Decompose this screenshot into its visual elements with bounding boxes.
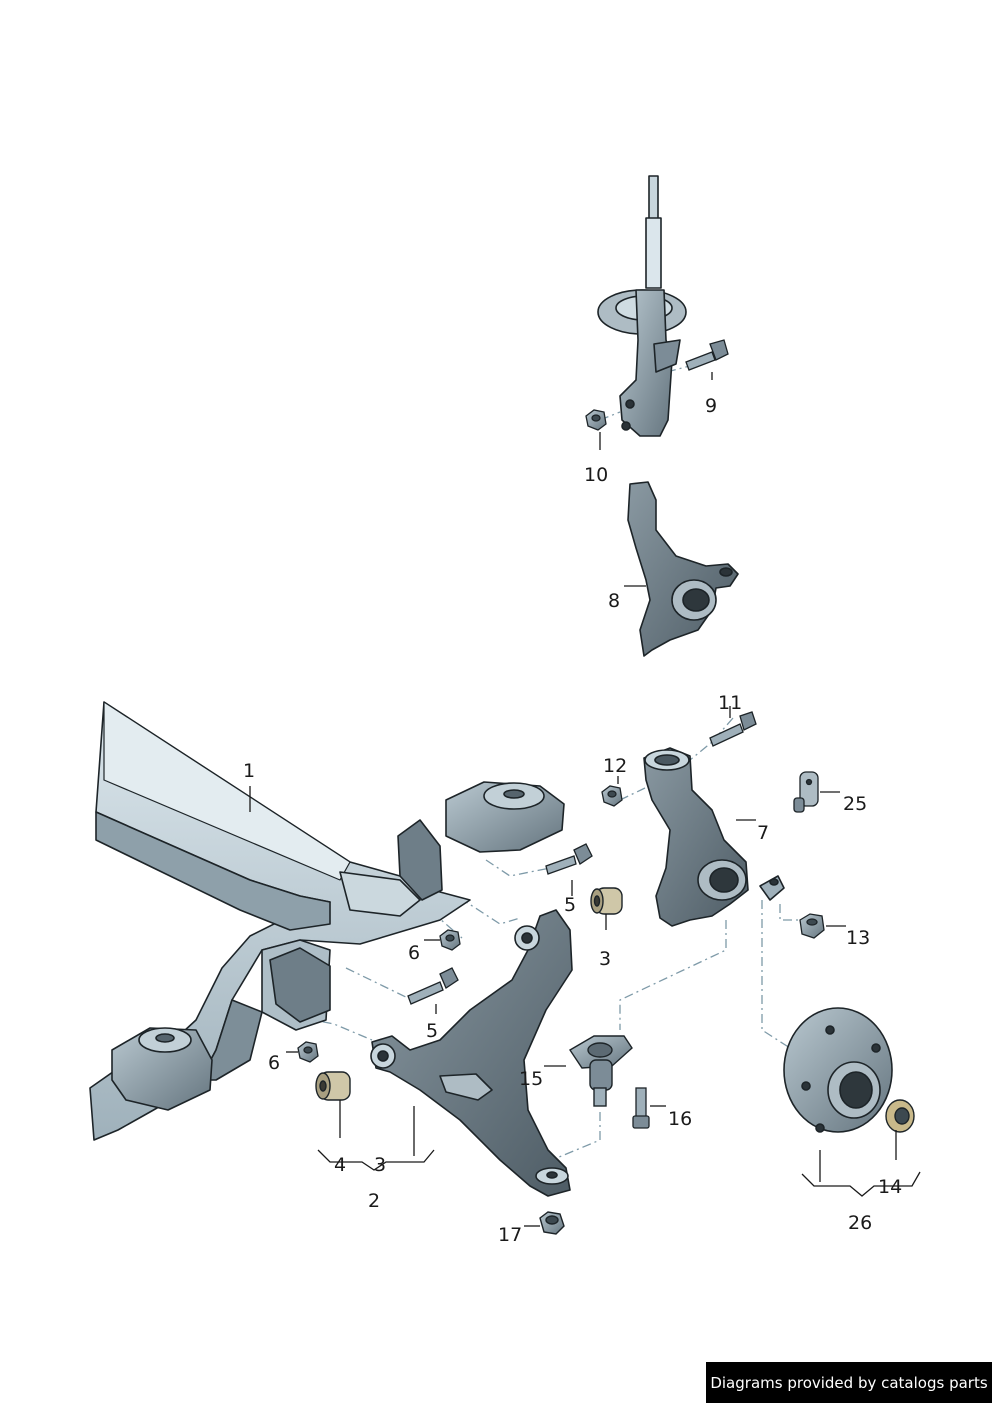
label-part-12[interactable]: 12 bbox=[603, 755, 628, 777]
label-part-3-upper[interactable]: 3 bbox=[599, 948, 612, 970]
wheel-hub[interactable] bbox=[783, 1007, 893, 1133]
control-arm[interactable] bbox=[370, 909, 573, 1197]
label-part-7[interactable]: 7 bbox=[757, 822, 770, 844]
strut[interactable] bbox=[597, 175, 687, 437]
label-part-13[interactable]: 13 bbox=[846, 927, 871, 949]
nut-10[interactable] bbox=[585, 409, 607, 431]
nut-6-upper[interactable] bbox=[439, 929, 461, 951]
nut-12[interactable] bbox=[601, 785, 623, 807]
label-part-25[interactable]: 25 bbox=[843, 793, 868, 815]
label-part-26[interactable]: 26 bbox=[848, 1212, 873, 1234]
label-part-14[interactable]: 14 bbox=[878, 1176, 903, 1198]
bushing-upper[interactable] bbox=[590, 887, 623, 915]
bolt-5-upper[interactable] bbox=[545, 843, 593, 875]
bolt-5-lower[interactable] bbox=[407, 967, 459, 1005]
label-part-6-lower[interactable]: 6 bbox=[268, 1052, 281, 1074]
pin-25[interactable] bbox=[793, 771, 819, 813]
label-part-9[interactable]: 9 bbox=[705, 395, 718, 417]
nut-17[interactable] bbox=[539, 1211, 565, 1235]
label-part-10[interactable]: 10 bbox=[584, 464, 609, 486]
nut-6-lower[interactable] bbox=[297, 1041, 319, 1063]
steering-knuckle[interactable] bbox=[643, 747, 785, 927]
label-part-5-lower[interactable]: 5 bbox=[426, 1020, 439, 1042]
bushing-lower[interactable] bbox=[315, 1071, 351, 1101]
label-part-4[interactable]: 4 bbox=[334, 1154, 347, 1176]
hub-nut-14[interactable] bbox=[885, 1099, 915, 1133]
subframe[interactable] bbox=[89, 701, 565, 1141]
label-part-8[interactable]: 8 bbox=[608, 590, 621, 612]
label-part-16[interactable]: 16 bbox=[668, 1108, 693, 1130]
ball-joint[interactable] bbox=[569, 1035, 633, 1107]
label-part-3-lower[interactable]: 3 bbox=[374, 1154, 387, 1176]
bolt-11[interactable] bbox=[709, 711, 757, 747]
bolt-9[interactable] bbox=[685, 339, 729, 371]
bolt-16[interactable] bbox=[632, 1087, 650, 1129]
label-part-15[interactable]: 15 bbox=[519, 1068, 544, 1090]
credit-banner: Diagrams provided by catalogs parts bbox=[706, 1362, 992, 1403]
label-part-5-upper[interactable]: 5 bbox=[564, 894, 577, 916]
knuckle-upper[interactable] bbox=[627, 481, 739, 657]
label-part-6-upper[interactable]: 6 bbox=[408, 942, 421, 964]
label-part-2[interactable]: 2 bbox=[368, 1190, 381, 1212]
nut-13[interactable] bbox=[799, 913, 825, 939]
label-part-1[interactable]: 1 bbox=[243, 760, 256, 782]
label-part-11[interactable]: 11 bbox=[718, 692, 743, 714]
label-part-17[interactable]: 17 bbox=[498, 1224, 523, 1246]
leader-lines bbox=[249, 372, 921, 1227]
